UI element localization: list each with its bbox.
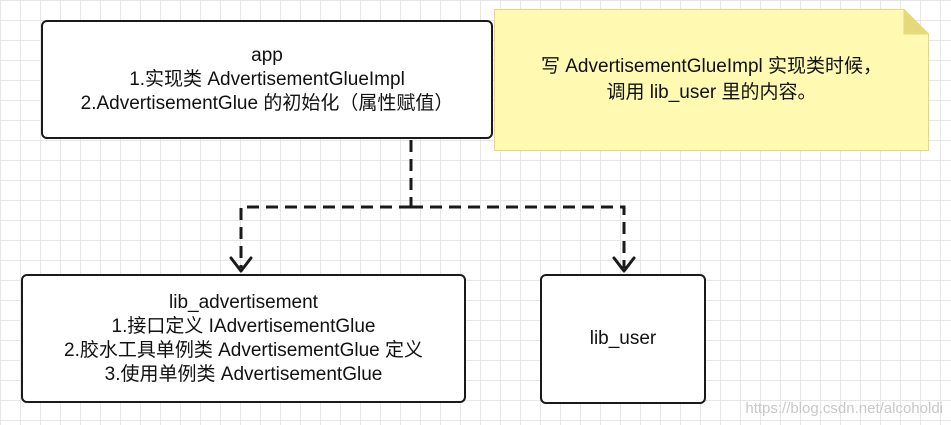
node-app-name: app <box>251 44 283 66</box>
sticky-note-line-1: 写 AdvertisementGlueImpl 实现类时候， <box>540 56 883 77</box>
arrowheads <box>229 256 636 273</box>
sticky-note-shape <box>494 9 929 151</box>
edge-app-to-lib-user <box>411 205 626 268</box>
node-lib-advertisement[interactable]: lib_advertisement 1.接口定义 IAdvertisementG… <box>21 274 466 403</box>
edges <box>239 140 626 268</box>
node-lib-advertisement-line-2: 2.胶水工具单例类 AdvertisementGlue 定义 <box>64 339 423 361</box>
arrowhead-lib-advertisement <box>229 256 253 273</box>
node-lib-user[interactable]: lib_user <box>540 274 706 404</box>
node-lib-advertisement-line-1: 1.接口定义 IAdvertisementGlue <box>111 315 376 337</box>
sticky-note-line-2: 调用 lib_user 里的内容。 <box>606 82 817 103</box>
node-lib-user-name: lib_user <box>589 328 657 349</box>
node-lib-advertisement-name: lib_advertisement <box>169 291 318 313</box>
sticky-note[interactable]: 写 AdvertisementGlueImpl 实现类时候， 调用 lib_us… <box>494 9 929 151</box>
arrowhead-lib-user <box>612 256 636 273</box>
node-app-line-1: 1.实现类 AdvertisementGlueImpl <box>129 68 405 90</box>
node-app[interactable]: app 1.实现类 AdvertisementGlueImpl 2.Advert… <box>41 20 493 139</box>
node-lib-advertisement-line-3: 3.使用单例类 AdvertisementGlue <box>104 363 383 385</box>
node-app-line-2: 2.AdvertisementGlue 的初始化（属性赋值） <box>80 92 454 114</box>
sticky-note-fold-corner <box>903 9 929 35</box>
sticky-note-body <box>494 9 929 151</box>
watermark: https://blog.csdn.net/alcoholdi <box>745 400 943 417</box>
edge-app-to-lib-advertisement <box>239 205 411 268</box>
